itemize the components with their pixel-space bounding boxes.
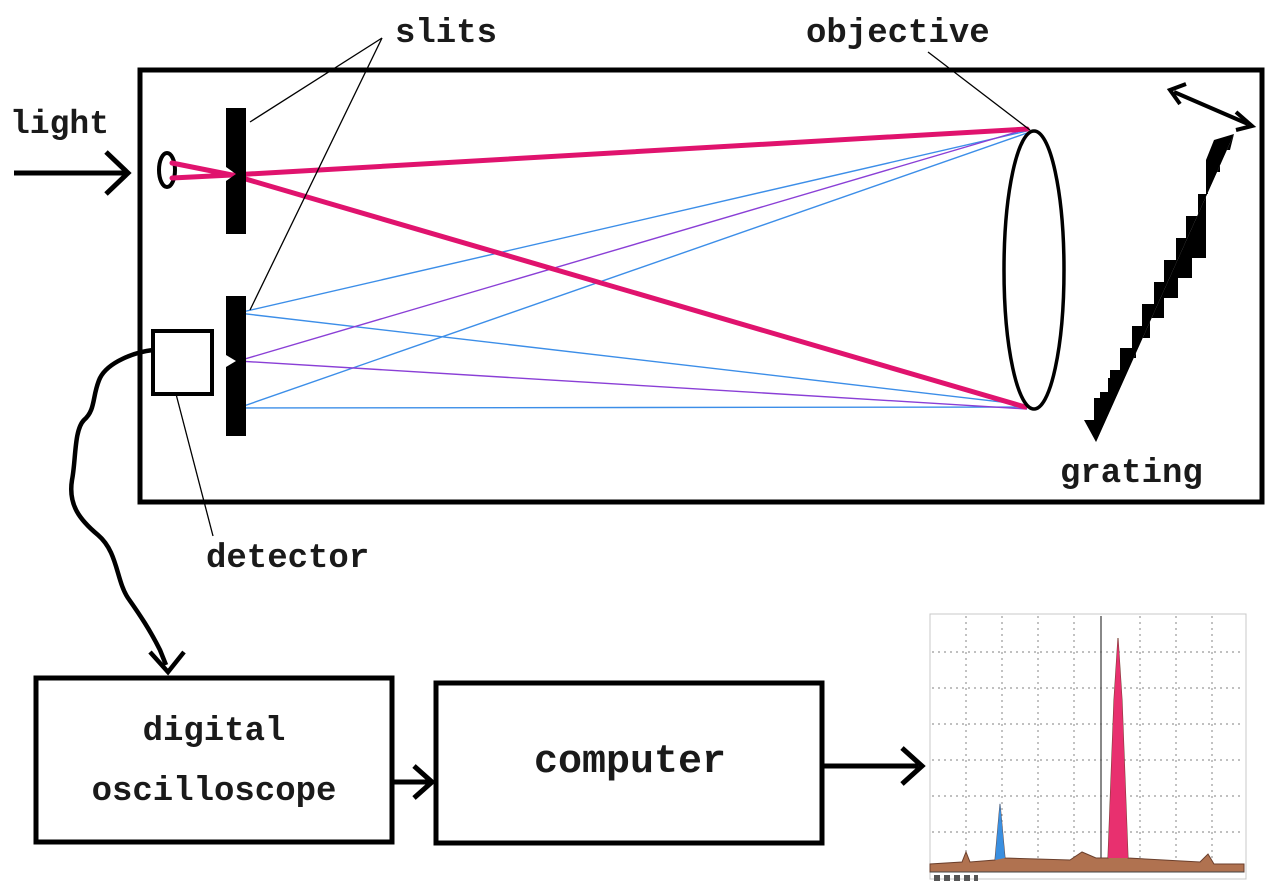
spectrum-plot-icon bbox=[929, 613, 1247, 881]
cable-arrowhead bbox=[148, 650, 186, 676]
computer-box bbox=[433, 680, 825, 846]
oscilloscope-label-line1: digital bbox=[143, 713, 286, 751]
double-headed-arrow-icon bbox=[1173, 90, 1249, 126]
entrance-slit bbox=[226, 108, 246, 234]
blue-ray bbox=[237, 406, 1028, 409]
input-lens bbox=[157, 151, 177, 189]
detector-leader-line bbox=[175, 393, 214, 537]
light-label: light bbox=[10, 106, 109, 143]
spectrometer-box bbox=[137, 67, 1265, 505]
objective-label: objective bbox=[806, 15, 990, 53]
blue-ray bbox=[237, 130, 1028, 314]
light-arrowhead bbox=[104, 150, 132, 196]
dispersed-rays bbox=[237, 128, 1028, 410]
computer-label: computer bbox=[534, 740, 726, 785]
main-beam bbox=[169, 126, 1030, 410]
violet-ray bbox=[237, 128, 1028, 362]
objective-lens bbox=[1002, 129, 1066, 411]
diffraction-grating bbox=[1084, 134, 1234, 442]
slits-label: slits bbox=[395, 15, 497, 53]
oscilloscope-label-line2: oscilloscope bbox=[92, 773, 337, 811]
grating-steps bbox=[1096, 134, 1234, 442]
detector-label: detector bbox=[206, 540, 369, 578]
computer-to-plot-arrowhead bbox=[900, 746, 926, 786]
objective-leader-line bbox=[927, 51, 1031, 131]
osc-to-computer-arrowhead bbox=[412, 764, 436, 800]
exit-slit bbox=[226, 296, 246, 436]
violet-ray bbox=[237, 360, 1028, 410]
slits-leader-line bbox=[249, 37, 383, 123]
blue-ray bbox=[237, 312, 1028, 406]
arrow-tip bbox=[1234, 110, 1257, 132]
grating-label: grating bbox=[1060, 455, 1203, 493]
arrow-tip bbox=[1166, 82, 1187, 106]
slits-leader-line bbox=[249, 37, 383, 311]
oscilloscope-box bbox=[33, 675, 395, 845]
detector-cable bbox=[68, 347, 169, 666]
blue-ray bbox=[237, 132, 1028, 409]
detector-box bbox=[151, 329, 214, 396]
